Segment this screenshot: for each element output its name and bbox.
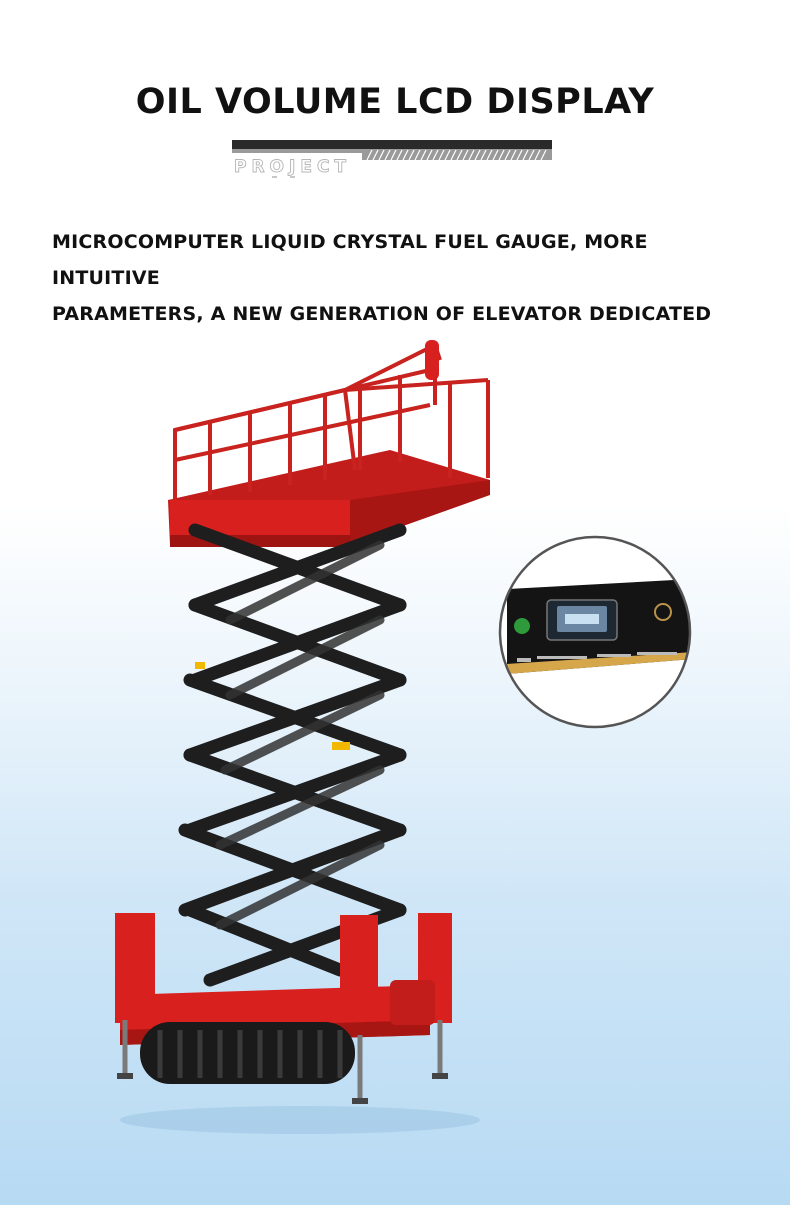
description-line-1: MICROCOMPUTER LIQUID CRYSTAL FUEL GAUGE,… — [52, 231, 648, 289]
page-title: OIL VOLUME LCD DISPLAY — [135, 82, 655, 122]
ribbon-text: PROJECT — [234, 157, 351, 177]
description-line-2: PARAMETERS, A NEW GENERATION OF ELEVATOR… — [52, 303, 712, 325]
project-ribbon: PROJECT — [232, 140, 552, 178]
feature-description: MICROCOMPUTER LIQUID CRYSTAL FUEL GAUGE,… — [52, 224, 752, 332]
lcd-fuel-gauge-closeup — [498, 535, 692, 729]
scissor-lift-illustration — [115, 340, 490, 1134]
